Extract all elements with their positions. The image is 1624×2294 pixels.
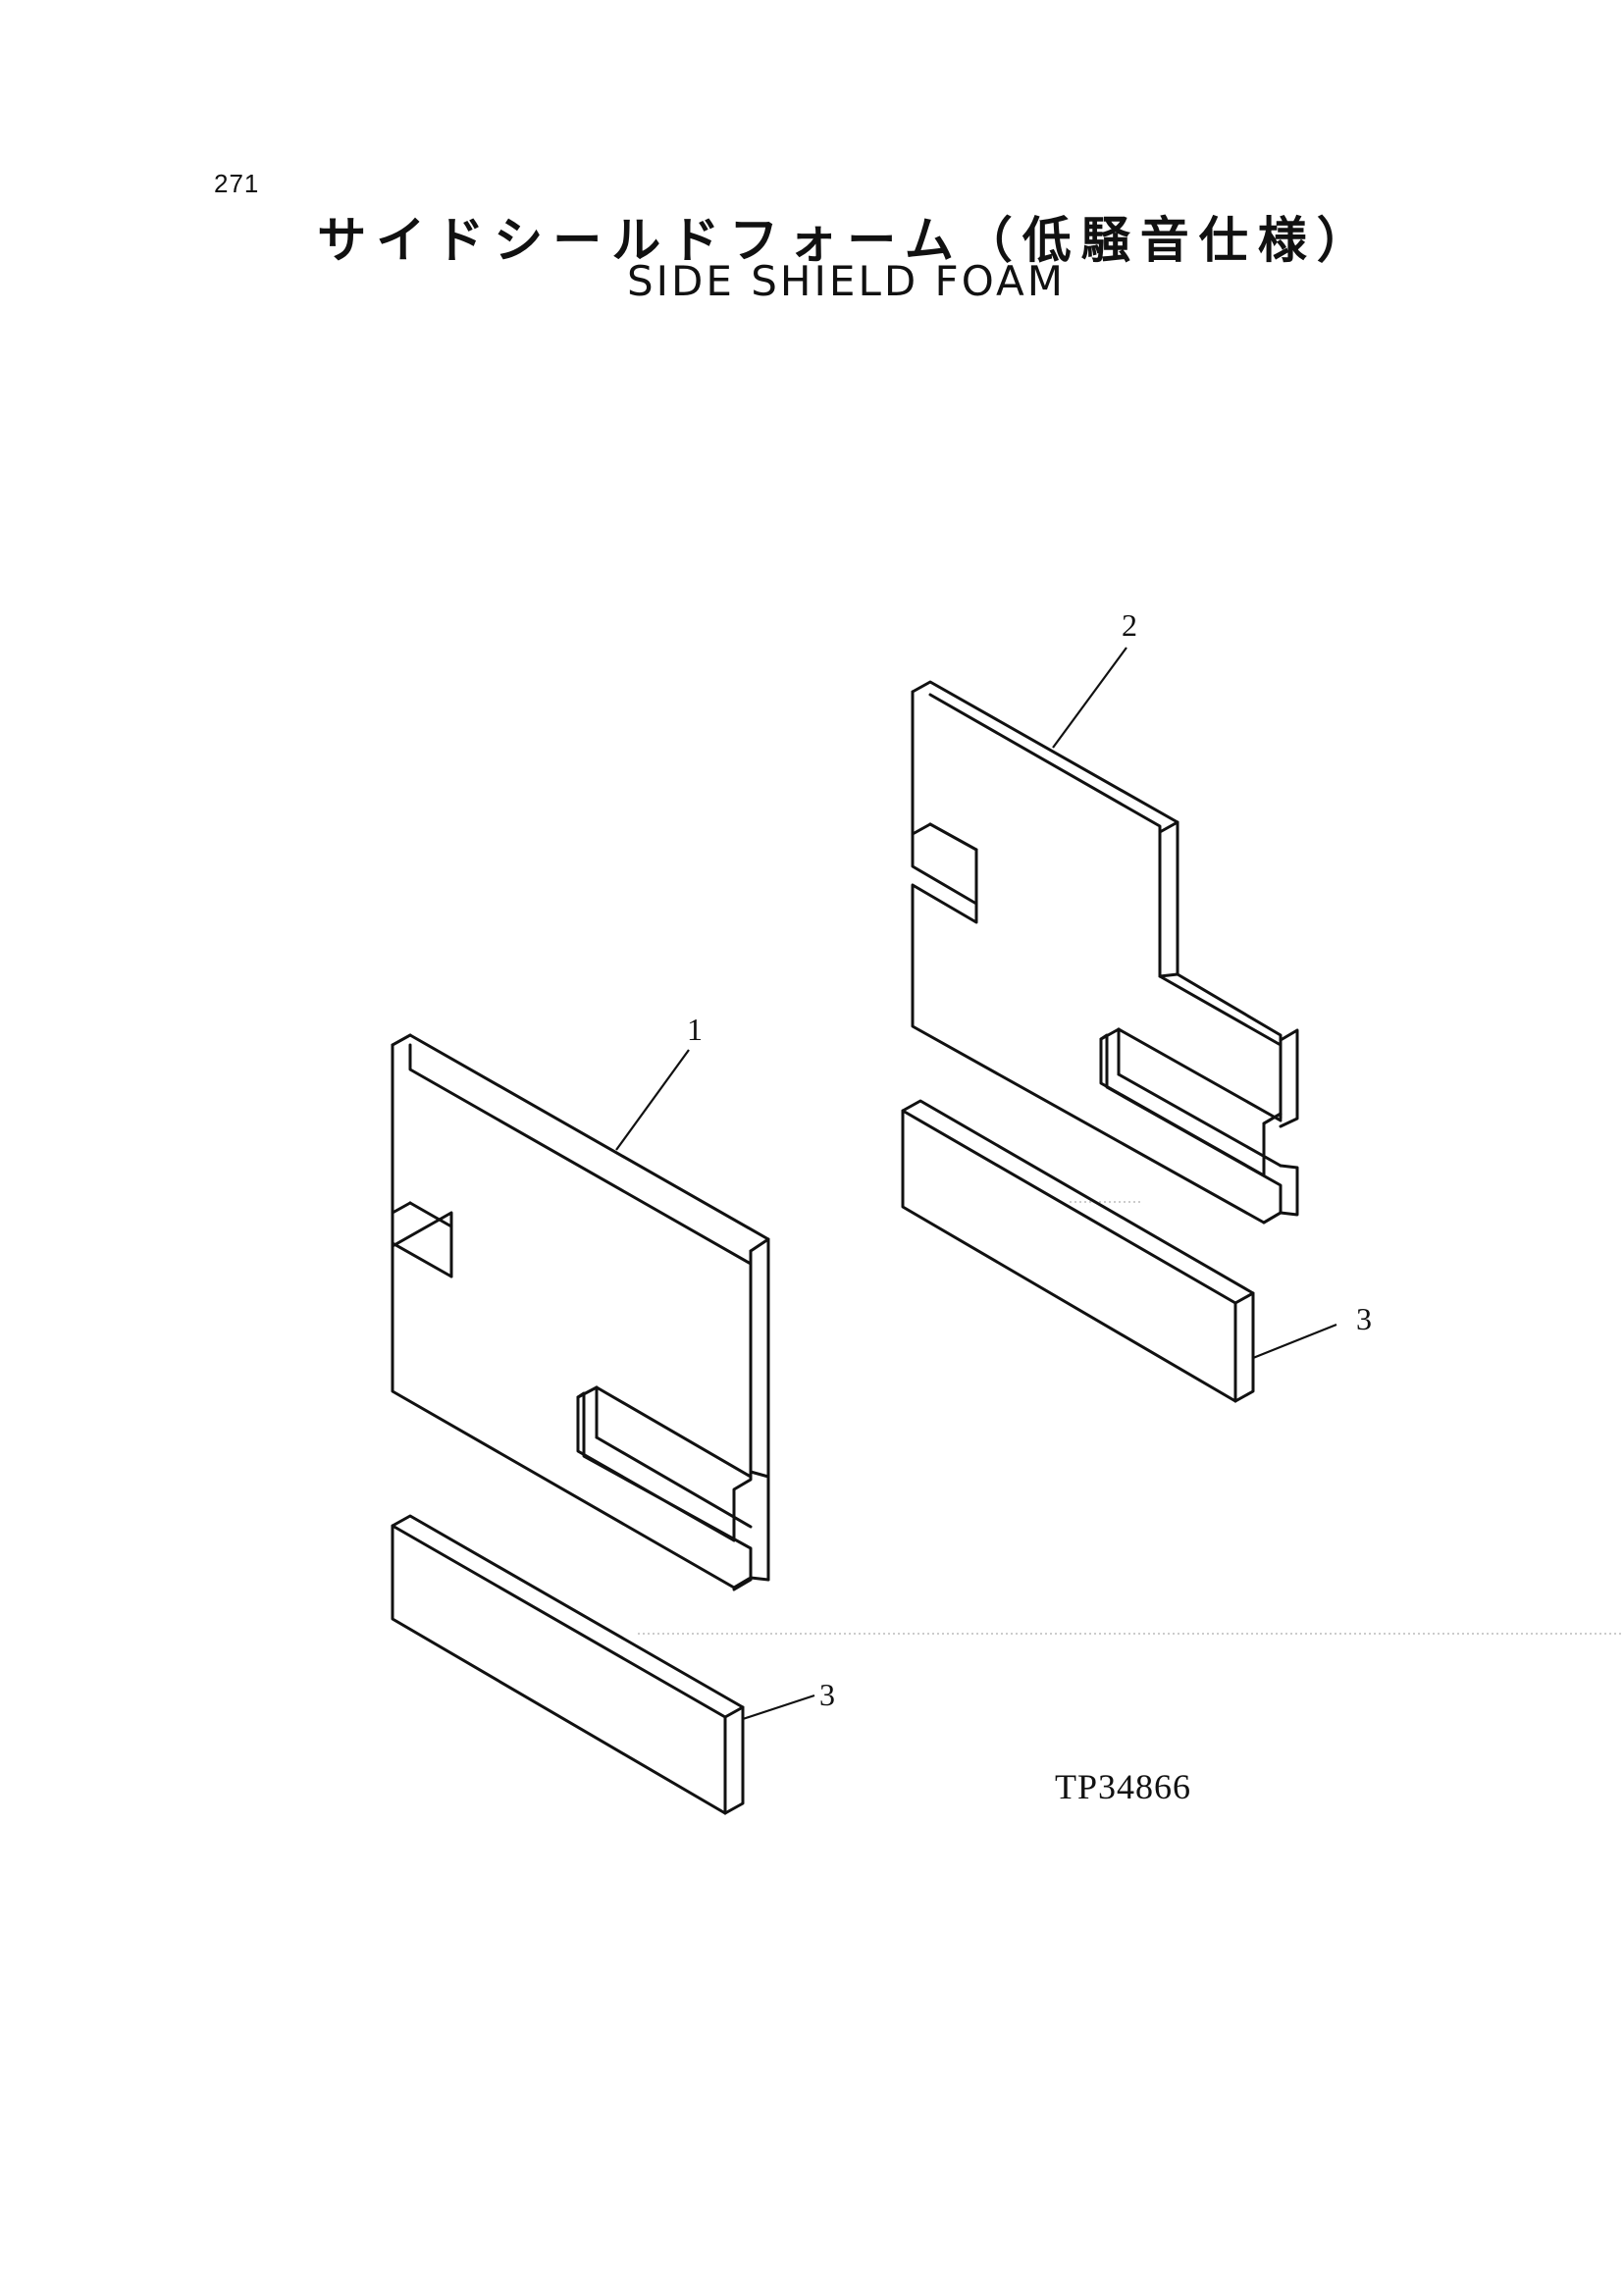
leader-line-part-3-left bbox=[742, 1694, 815, 1721]
drawing-reference-code: TP34866 bbox=[1055, 1767, 1192, 1806]
leader-line-part-1 bbox=[615, 1049, 690, 1151]
callout-part-2: 2 bbox=[1122, 607, 1137, 643]
leader-line-part-2 bbox=[1052, 647, 1127, 749]
part-2-foam-pad bbox=[911, 680, 1299, 1225]
callout-part-3-left: 3 bbox=[819, 1677, 835, 1712]
page-title-english: SIDE SHIELD FOAM bbox=[627, 257, 1066, 305]
page-title-japanese: サイドシールドフォーム（低騒音仕様） bbox=[317, 212, 1376, 269]
page-number: 271 bbox=[214, 169, 260, 198]
callout-part-1: 1 bbox=[687, 1012, 703, 1047]
part-3-foam-strip-right bbox=[901, 1099, 1255, 1403]
part-3-foam-strip-left bbox=[391, 1514, 745, 1815]
callout-part-3-right: 3 bbox=[1356, 1301, 1372, 1336]
leader-line-part-3-right bbox=[1252, 1323, 1337, 1360]
part-1-foam-pad bbox=[391, 1033, 770, 1591]
